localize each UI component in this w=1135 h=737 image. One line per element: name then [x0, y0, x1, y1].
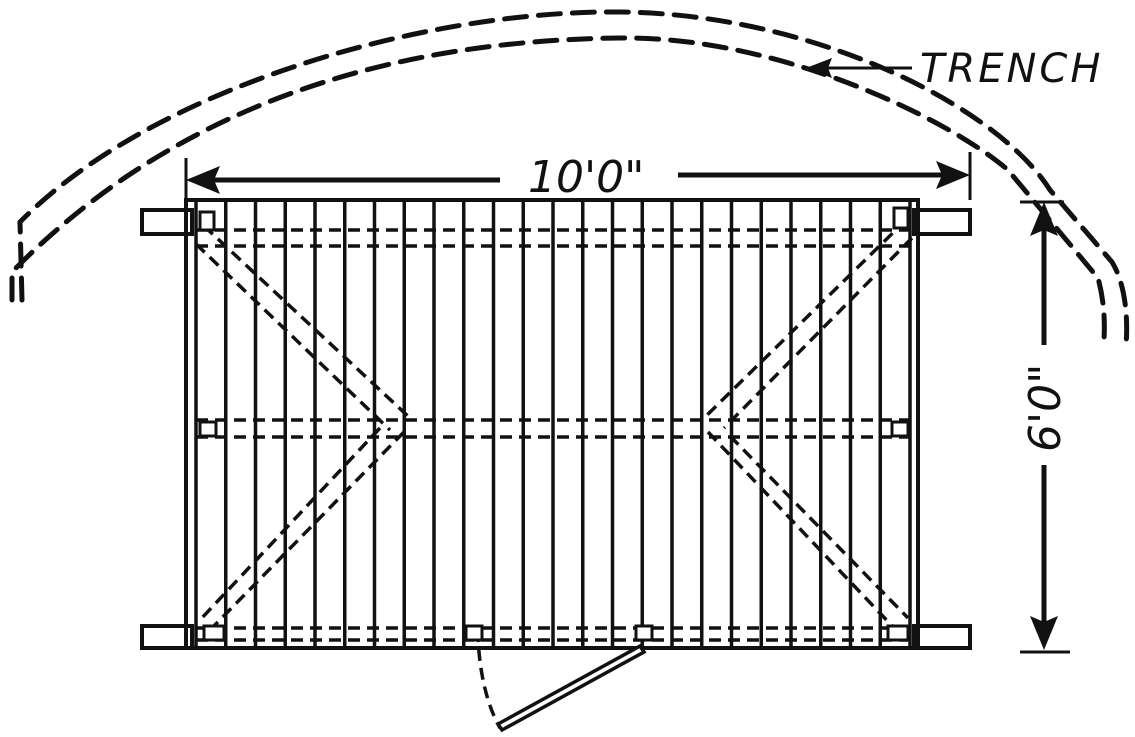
post-top-right — [892, 206, 910, 230]
height-top-arrowhead — [1030, 202, 1058, 236]
width-dimension: 10'0" — [184, 152, 972, 203]
post-top-left — [198, 210, 216, 232]
trench-arrowhead — [806, 58, 832, 78]
brace-left-lower-b — [198, 426, 382, 622]
width-left-arrowhead — [186, 166, 220, 194]
post-bottom-left — [202, 624, 226, 642]
width-right-arrowhead — [936, 161, 970, 189]
sill-bottom-right — [912, 624, 972, 650]
post-middle-left — [198, 420, 218, 438]
height-label: 6'0" — [1020, 364, 1071, 452]
trench-outer-edge — [17, 9, 1130, 348]
brace-right-upper-a — [702, 218, 908, 420]
door-swing-arc — [476, 629, 502, 729]
sill-top-left — [140, 208, 194, 236]
post-bottom-right — [886, 624, 910, 642]
trench-label: TRENCH — [920, 46, 1103, 92]
post-markers — [198, 206, 910, 642]
brace-right-upper-b — [722, 236, 914, 430]
sill-bottom-left — [140, 624, 194, 650]
post-bottom-door-right — [634, 624, 654, 642]
post-bottom-door-left — [464, 624, 484, 642]
brace-left-upper-a — [202, 224, 412, 420]
brace-left-lower-a — [208, 430, 406, 632]
post-middle-right — [890, 420, 910, 438]
trench-callout: TRENCH — [806, 46, 1103, 92]
sill-top-right — [912, 208, 972, 236]
trench-outline — [9, 9, 1130, 348]
height-dimension: 6'0" — [1020, 200, 1071, 654]
door — [495, 643, 647, 733]
roof-frame — [184, 198, 920, 650]
trench-inner-edge — [9, 35, 1107, 343]
sill-beams — [140, 208, 972, 650]
roof-slats — [194, 202, 912, 646]
roof-outline — [184, 198, 920, 650]
height-bottom-arrowhead — [1030, 616, 1058, 650]
door-leaf — [495, 643, 647, 733]
width-label: 10'0" — [528, 152, 644, 203]
brace-right-lower-a — [706, 430, 898, 632]
brace-left-upper-b — [194, 242, 392, 432]
